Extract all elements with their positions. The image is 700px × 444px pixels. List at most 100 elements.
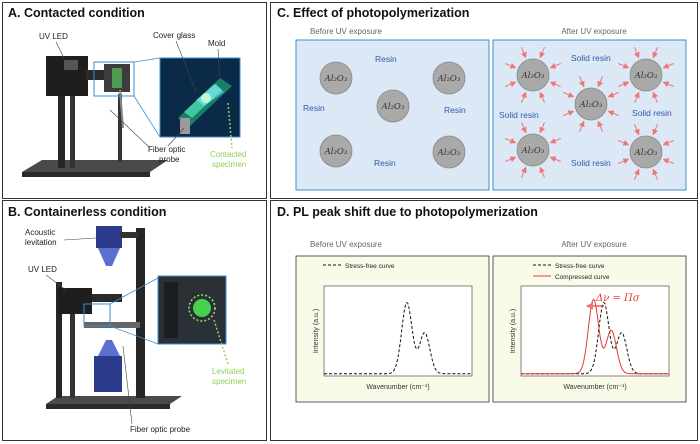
compression-arrow [618,81,630,87]
panel-a-title: A. Contacted condition [8,6,145,20]
solid-resin-label: Solid resin [571,158,611,168]
compression-arrow [634,168,640,180]
x-axis-label: Wavenumber (cm⁻¹) [366,384,429,391]
label-mold: Mold [208,39,225,48]
label-levitated: Levitated [212,367,244,376]
al2o3-label: Al₂O₃ [437,74,461,84]
panel-b: B. Containerless condition [2,200,267,441]
compression-arrow [539,91,545,103]
solid-resin-label: Solid resin [571,53,611,63]
compression-arrow [652,168,658,180]
series-line-compressed [521,298,669,375]
al2o3-particle [516,133,550,167]
label-uv-led-b: UV LED [28,265,57,274]
compression-arrow [521,91,527,103]
compression-arrow [539,47,545,59]
after-particles: Al₂O₃ Al₂O₃ Al₂O₃ Al₂O₃ Al₂O₃ [505,47,674,180]
label-cover-glass: Cover glass [153,31,195,40]
compression-arrow [521,166,527,178]
solid-resin-label: Solid resin [632,108,672,118]
panel-a: A. Contacted condition [2,2,267,199]
al2o3-particle [574,87,608,121]
legend-stress-free: Stress-free curve [555,263,605,270]
compression-arrow [618,140,630,146]
compression-arrow [549,81,561,87]
compression-arrow [662,140,674,146]
label-fiber-optic-probe-b: Fiber optic probe [130,425,191,434]
compression-arrow [597,76,603,88]
legend-compressed: Compressed curve [555,274,610,281]
compression-arrow [539,166,545,178]
legend-stress-free: Stress-free curve [345,263,395,270]
compression-arrow [634,47,640,59]
label-contacted: Contacted [210,150,246,159]
al2o3-label: Al₂O₃ [521,71,545,81]
compression-arrow [505,156,517,162]
al2o3-label: Al₂O₃ [521,146,545,156]
al2o3-label: Al₂O₃ [634,71,658,81]
al2o3-label: Al₂O₃ [579,100,603,110]
label-levitation: levitation [25,238,57,247]
resin-label: Resin [444,105,466,115]
compression-arrow [539,122,545,134]
al2o3-label: Al₂O₃ [324,147,348,157]
panel-d-before-label: Before UV exposure [310,240,383,249]
compression-arrow [563,110,575,116]
compression-arrow [505,63,517,69]
compression-arrow [549,63,561,69]
plot-after: Stress-free curve Compressed curve Δν = … [510,263,670,391]
al2o3-particle [629,135,663,169]
compression-arrow [607,110,619,116]
compression-arrow [521,122,527,134]
al2o3-label: Al₂O₃ [437,148,461,158]
al2o3-particle [319,134,353,168]
compression-arrow [505,138,517,144]
al2o3-label: Al₂O₃ [381,102,405,112]
panel-d: D. PL peak shift due to photopolymerizat… [270,200,698,441]
compression-arrow [662,81,674,87]
compression-arrow [634,124,640,136]
al2o3-particle [432,61,466,95]
compression-arrow [579,76,585,88]
label-acoustic: Acoustic [25,228,55,237]
compression-arrow [634,91,640,103]
panel-c-after-label: After UV exposure [561,27,627,36]
al2o3-particle [516,58,550,92]
compression-arrow [549,156,561,162]
panel-c-title: C. Effect of photopolymerization [277,6,469,20]
compression-arrow [505,81,517,87]
resin-label: Resin [374,158,396,168]
compression-arrow [662,63,674,69]
al2o3-particle [319,61,353,95]
panel-b-title: B. Containerless condition [8,205,166,219]
compression-arrow [652,91,658,103]
resin-label: Resin [375,54,397,64]
contacted-setup-illustration [22,56,241,177]
panel-c-before-label: Before UV exposure [310,27,383,36]
compression-arrow [618,63,630,69]
label-fiber-optic-a: Fiber optic [148,145,185,154]
panel-d-title: D. PL peak shift due to photopolymerizat… [277,205,538,219]
plot-after-frame [520,285,670,377]
compression-arrow [618,158,630,164]
solid-resin-label: Solid resin [499,110,539,120]
al2o3-label: Al₂O₃ [324,74,348,84]
containerless-setup-illustration [46,226,227,409]
x-axis-label: Wavenumber (cm⁻¹) [563,384,626,391]
compression-arrow [652,124,658,136]
compression-arrow [521,47,527,59]
compression-arrow [662,158,674,164]
panel-d-after-label: After UV exposure [561,240,627,249]
al2o3-label: Al₂O₃ [634,148,658,158]
before-particles: Al₂O₃ Al₂O₃ Al₂O₃ Al₂O₃ Al₂O₃ [319,61,466,169]
label-probe-a: probe [159,155,180,164]
al2o3-particle [629,58,663,92]
compression-arrow [563,92,575,98]
plot-before-frame [323,285,473,377]
al2o3-particle [376,89,410,123]
peak-shift-equation: Δν = Πσ [595,293,641,304]
y-axis-label: Intensity (a.u.) [510,309,517,353]
label-levitated-specimen: specimen [212,377,246,386]
compression-arrow [549,138,561,144]
